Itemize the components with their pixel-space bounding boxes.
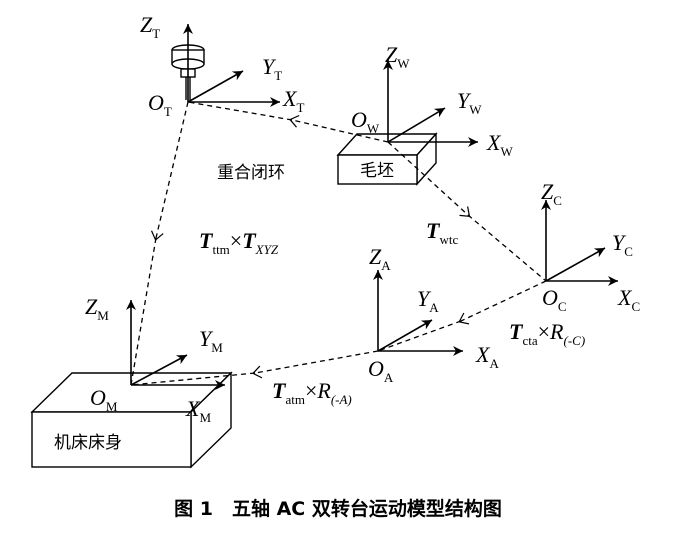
y-axis-workpiece [387,107,446,143]
y-label-tool: YT [262,54,282,83]
z-label-a: ZA [369,244,391,273]
figure-caption: 图 1 五轴 AC 双转台运动模型结构图 [174,497,502,520]
origin-label-workpiece: OW [351,107,380,136]
origin-label-a: OA [368,356,394,385]
z-label-workpiece: ZW [385,42,410,71]
x-label-machine: XM [185,396,211,425]
y-label-workpiece: YW [457,88,482,117]
y-axis-tool [187,70,244,103]
loop-label: 重合闭环 [217,163,285,183]
transform-cta: Tcta×R(-C) [509,319,585,348]
x-label-a: XA [475,342,499,371]
transform-ttm: Tttm×TXYZ [199,228,279,257]
machine-frame: ZM YM XM OM [85,294,225,425]
origin-label-tool: OT [148,90,172,119]
y-axis-c [545,247,606,282]
closed-loop-path [130,101,547,386]
x-label-tool: XT [282,86,304,115]
blank-block: 毛坯 [336,132,438,186]
z-label-machine: ZM [85,294,109,323]
c-table-frame: ZC YC XC OC [541,179,640,314]
transform-atm: Tatm×R(-A) [272,378,352,407]
blank-label: 毛坯 [360,161,394,181]
y-axis-a [377,319,433,352]
z-label-c: ZC [541,179,562,208]
tool-frame: ZT YT XT OT [140,12,304,119]
a-axis-frame: ZA YA XA OA [368,244,499,385]
workpiece-frame: ZW YW XW OW [351,42,513,159]
y-axis-machine [130,354,188,386]
z-label-tool: ZT [140,12,160,41]
y-label-c: YC [612,230,633,259]
machine-bed-block: 机床床身 [30,371,233,469]
x-label-workpiece: XW [486,130,513,159]
bed-label: 机床床身 [54,433,122,453]
y-label-a: YA [417,286,439,315]
origin-label-c: OC [542,285,567,314]
y-label-machine: YM [199,326,223,355]
transform-wtc: Twtc [426,218,458,247]
origin-label-machine: OM [90,385,118,414]
x-label-c: XC [617,285,640,314]
